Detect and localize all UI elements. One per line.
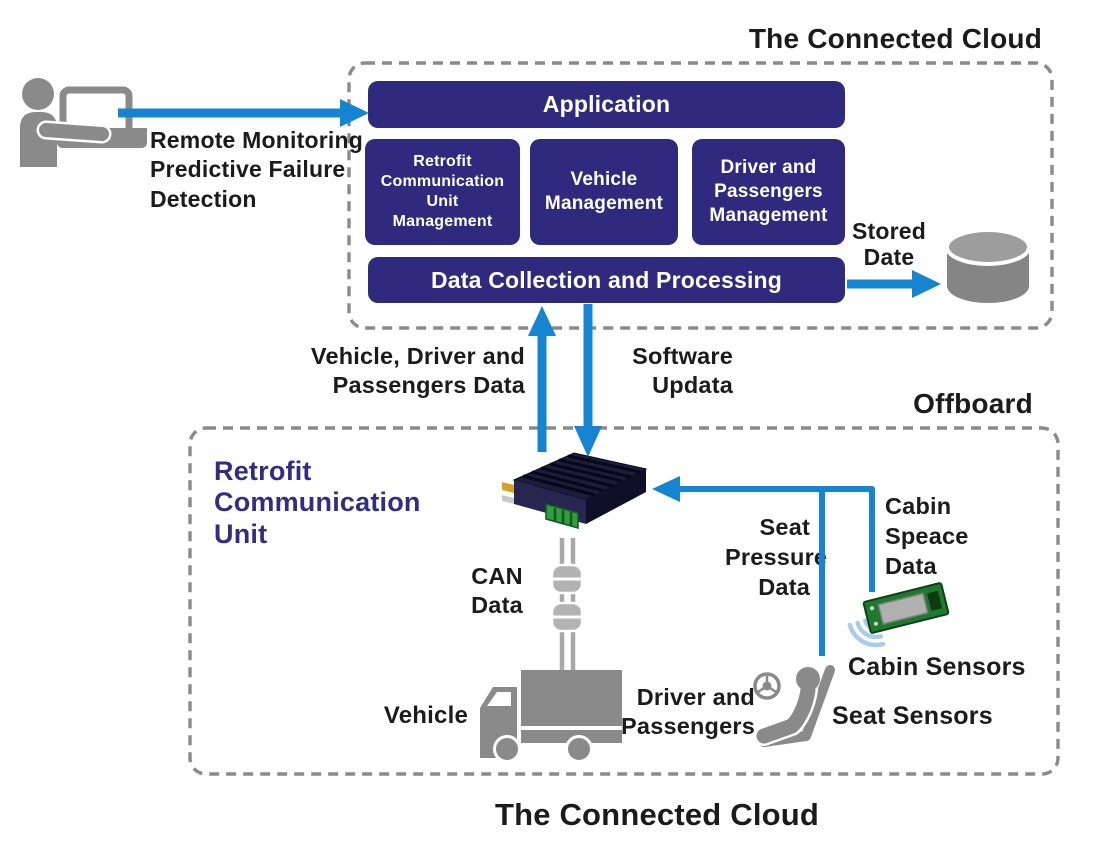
footer-title: The Connected Cloud [494, 797, 820, 832]
application-box: Application [368, 81, 845, 128]
seat-pressure-label: Seat Pressure Data [725, 514, 828, 601]
seat-sensors-label: Seat Sensors [832, 702, 993, 730]
rcu-management-box: Retrofit Communication Unit Management [365, 139, 520, 245]
stored-date-arrow [847, 270, 941, 298]
software-update-label: Software Updata [632, 343, 733, 399]
data-collection-box: Data Collection and Processing [368, 257, 845, 303]
can-data-label: CAN Data [471, 563, 523, 619]
yellow-connector [502, 482, 514, 493]
rcu-title-label: Retrofit Communication Unit [214, 456, 421, 549]
cloud-title: The Connected Cloud [748, 23, 1042, 54]
driver-in-seat-icon [753, 665, 835, 747]
driver-passengers-label: Driver and Passengers [621, 684, 755, 739]
cabin-sensors-label: Cabin Sensors [848, 653, 1026, 681]
person-head [796, 667, 820, 691]
remote-access-arrow [118, 99, 369, 127]
person-body [756, 682, 816, 744]
truck-icon [480, 670, 622, 762]
pcb-sensor-icon [847, 582, 950, 648]
database-cylinder-icon [945, 228, 1031, 303]
steering-wheel-icon [753, 672, 781, 700]
vehicle-label: Vehicle [383, 702, 468, 729]
offboard-title: Offboard [913, 388, 1033, 419]
software-update-arrow [574, 304, 602, 457]
remote-monitoring-label: Remote Monitoring Predictive Failure Det… [150, 127, 363, 212]
can-cable-icon [550, 538, 584, 674]
rcu-device-icon [502, 452, 648, 529]
vehicle-driver-data-label: Vehicle, Driver and Passengers Data [310, 343, 525, 399]
vehicle-management-box: Vehicle Management [530, 139, 678, 245]
upload-data-arrow [528, 306, 556, 452]
driver-management-box: Driver and Passengers Management [692, 139, 845, 245]
cabin-space-label: Cabin Speace Data [885, 493, 969, 580]
stored-date-label: Stored Date [851, 218, 927, 271]
operator-at-laptop-icon [20, 78, 147, 167]
